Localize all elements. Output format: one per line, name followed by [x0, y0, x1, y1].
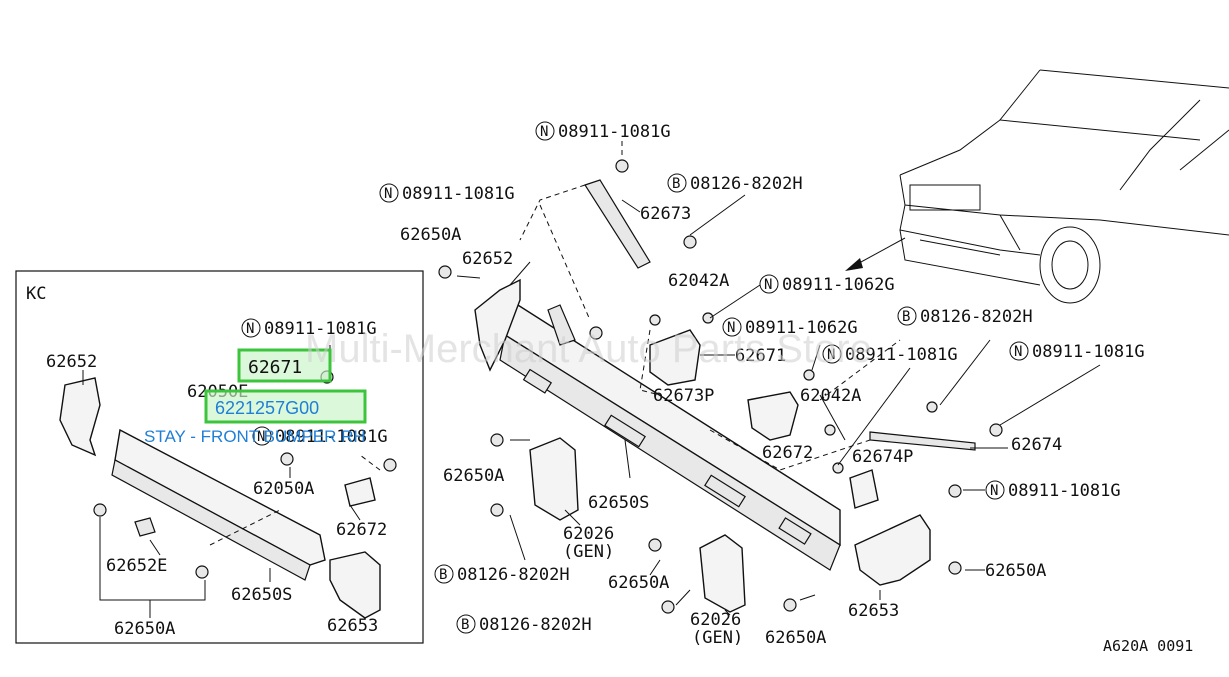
inset-frame: [15, 270, 424, 644]
callout-08911-1081G-mid: 08911-1081G: [845, 345, 958, 365]
inset-callout-62653: 62653: [327, 616, 378, 636]
highlight-overlays[interactable]: 62671 6221257G00 STAY - FRONT BUMPER RH: [144, 348, 367, 446]
callout-62653: 62653: [848, 601, 899, 621]
callout-62026-b: 62026: [690, 610, 741, 630]
callout-08911-1062G-a: 08911-1062G: [782, 275, 895, 295]
circle-n-7: N: [990, 483, 998, 499]
callout-62674: 62674: [1011, 435, 1062, 455]
callout-62650A-bottom-mid: 62650A: [608, 573, 669, 593]
callout-62026-a: 62026: [563, 524, 614, 544]
callout-08126-8202H-bottom: 08126-8202H: [479, 615, 592, 635]
truck-illustration: [845, 69, 1229, 304]
inset-callout-08911-1081G: 08911-1081G: [264, 319, 377, 339]
inset-callout-62652: 62652: [46, 352, 97, 372]
callout-62650A-left: 62650A: [443, 466, 504, 486]
circle-b-3: B: [439, 567, 447, 583]
main-callouts: N 08911-1081G N 08911-1081G B 08126-8202…: [379, 121, 1193, 655]
inset-callout-62650S: 62650S: [231, 585, 292, 605]
inset-callout-62650A: 62650A: [114, 619, 175, 639]
circle-n-4: N: [727, 320, 735, 336]
circle-n-3: N: [764, 277, 772, 293]
circle-b-2: B: [902, 309, 910, 325]
circle-b-4: B: [461, 617, 469, 633]
inset-callout-62652E: 62652E: [106, 556, 167, 576]
highlight-part-number-box[interactable]: [204, 389, 367, 424]
callout-08911-1081G-lower-right: 08911-1081G: [1008, 481, 1121, 501]
circle-n-5: N: [827, 347, 835, 363]
callout-08126-8202H-right: 08126-8202H: [920, 307, 1033, 327]
circle-n-inset-1: N: [246, 321, 254, 337]
callout-08126-8202H-bottom-left: 08126-8202H: [457, 565, 570, 585]
circle-b-1: B: [672, 176, 680, 192]
callout-62042A-mid: 62042A: [800, 386, 861, 406]
inset-callout-62672: 62672: [336, 520, 387, 540]
circle-n-1: N: [540, 124, 548, 140]
callout-62650S: 62650S: [588, 493, 649, 513]
watermark: Multi-Merchant Auto Parts Store: [305, 327, 872, 371]
callout-62671: 62671: [735, 346, 786, 366]
diagram-code: A620A 0091: [1103, 637, 1193, 655]
callout-62650A-top: 62650A: [400, 225, 461, 245]
circle-n-6: N: [1014, 344, 1022, 360]
callout-62650A-right: 62650A: [985, 561, 1046, 581]
inset-kc: KC N 08911-1081G 62652 62050E N 08911-10…: [15, 270, 424, 644]
main-bumper-assembly: [438, 140, 1101, 616]
highlight-part-number-text[interactable]: 6221257G00: [215, 398, 319, 418]
callout-62673P: 62673P: [653, 386, 714, 406]
callout-62672: 62672: [762, 443, 813, 463]
callout-gen-b: (GEN): [692, 628, 743, 648]
circle-n-inset-2: N: [257, 429, 265, 445]
callout-gen-a: (GEN): [563, 542, 614, 562]
callout-62674P: 62674P: [852, 447, 913, 467]
callout-08911-1062G-b: 08911-1062G: [745, 318, 858, 338]
inset-label: KC: [26, 284, 46, 304]
circle-n-2: N: [384, 186, 392, 202]
highlight-62671-text[interactable]: 62671: [248, 357, 302, 378]
inset-callout-62050A: 62050A: [253, 479, 314, 499]
callout-08126-8202H-top: 08126-8202H: [690, 174, 803, 194]
highlight-62671-box[interactable]: [237, 348, 332, 383]
part-tooltip: STAY - FRONT BUMPER RH: [144, 427, 366, 446]
inset-callout-08911-1081G-b: 08911-1081G: [275, 427, 388, 447]
callout-62652: 62652: [462, 249, 513, 269]
callout-62042A-top: 62042A: [668, 271, 729, 291]
callout-62673: 62673: [640, 204, 691, 224]
callout-08911-1081G-top: 08911-1081G: [558, 122, 671, 142]
callout-08911-1081G-left: 08911-1081G: [402, 184, 515, 204]
callout-62650A-bottom: 62650A: [765, 628, 826, 648]
callout-08911-1081G-far-right: 08911-1081G: [1032, 342, 1145, 362]
